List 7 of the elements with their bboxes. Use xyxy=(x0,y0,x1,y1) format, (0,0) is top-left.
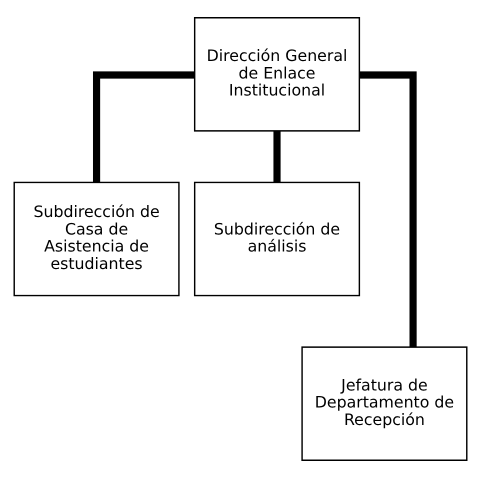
node-box: Dirección General de Enlace Institucional xyxy=(194,17,360,132)
connector xyxy=(92,71,194,182)
connector xyxy=(273,130,281,182)
node-box: Subdirección de análisis xyxy=(194,182,360,296)
node-box: Subdirección de Casa de Asistencia de estudiantes xyxy=(14,182,180,296)
node-box: Jefatura de Departamento de Recepción xyxy=(301,346,468,461)
connector xyxy=(360,71,417,347)
